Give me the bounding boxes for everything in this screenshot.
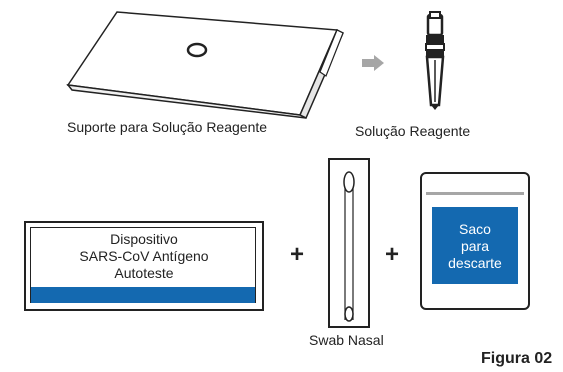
plus-sign-1: + [290, 241, 305, 268]
arrow-right-icon [362, 55, 384, 71]
bag-line-2: para [460, 238, 490, 254]
reagent-tube-icon [425, 11, 445, 110]
device-line-3: Autoteste [114, 265, 174, 281]
device-line-2: SARS-CoV Antígeno [79, 248, 209, 264]
test-device [24, 221, 264, 311]
device-text: Dispositivo SARS-CoV Antígeno Autoteste [30, 231, 258, 282]
swab-label: Swab Nasal [309, 332, 384, 348]
bag-blue-label [432, 207, 518, 284]
figure-caption: Figura 02 [481, 350, 553, 367]
bag-line-1: Saco [459, 221, 491, 237]
bag-text: Saco para descarte [432, 221, 518, 272]
support-hole [186, 42, 208, 58]
reagent-label: Solução Reagente [355, 123, 471, 139]
support-label: Suporte para Solução Reagente [67, 119, 268, 135]
bag-line-3: descarte [448, 255, 502, 271]
device-line-1: Dispositivo [110, 231, 178, 247]
device-blue-strip [31, 287, 255, 303]
bag-seal-line [426, 192, 524, 195]
swab-stick-icon [343, 171, 355, 322]
plus-sign-2: + [385, 241, 400, 268]
nasal-swab [328, 158, 370, 328]
